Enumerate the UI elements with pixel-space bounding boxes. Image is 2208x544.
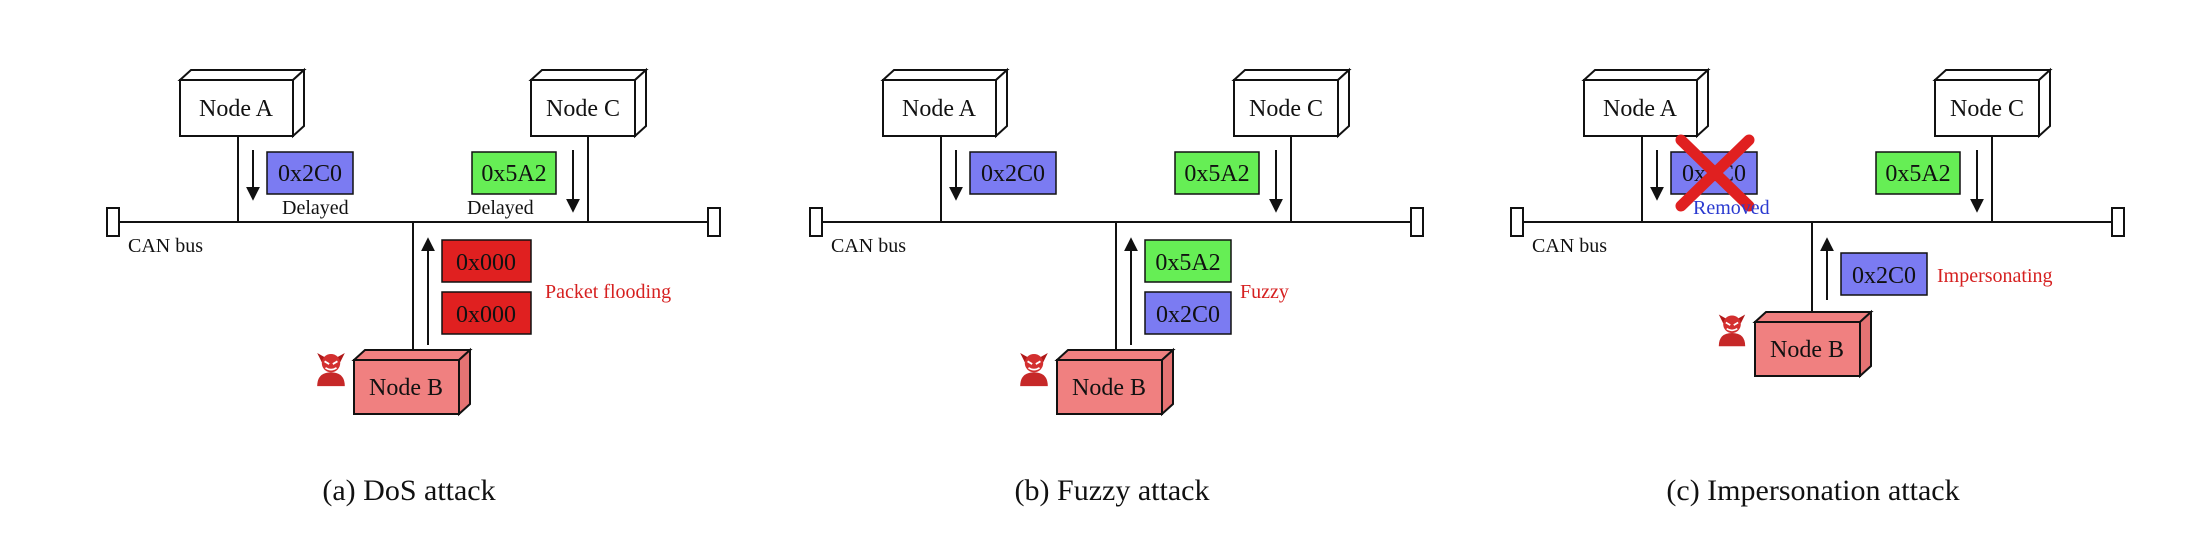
svg-text:0x5A2: 0x5A2 [1155, 250, 1220, 276]
note-removed: Removed [1693, 197, 1770, 219]
devil-icon [1717, 313, 1747, 348]
svg-text:Node B: Node B [1770, 337, 1844, 363]
note-packet-flooding: Packet flooding [545, 281, 671, 303]
note-fuzzy: Fuzzy [1240, 281, 1289, 303]
svg-text:0x2C0: 0x2C0 [981, 161, 1045, 187]
node-a: Node A [177, 67, 307, 139]
node-b-attacker: Node B [1054, 347, 1176, 417]
devil-icon [316, 352, 346, 388]
bus-terminator-right [707, 207, 721, 237]
fuzzy-msg-0x5A2 [1144, 239, 1232, 283]
svg-text:Node B: Node B [1072, 375, 1146, 401]
svg-text:0x5A2: 0x5A2 [481, 161, 546, 187]
can-bus-label: CAN bus [1532, 235, 1607, 257]
node-c: Node C [1932, 67, 2053, 139]
svg-text:0x2C0: 0x2C0 [1852, 263, 1916, 289]
bus-terminator-left [106, 207, 120, 237]
msg-0x2C0 [969, 151, 1057, 195]
node-c: Node C [1231, 67, 1352, 139]
node-a: Node A [1581, 67, 1711, 139]
svg-text:0x000: 0x000 [456, 250, 516, 276]
panel-impersonation: CAN bus Node A 0x2C0 Removed Node C 0x5A… [1510, 67, 2125, 507]
svg-text:Node C: Node C [1249, 96, 1323, 122]
node-c: Node C [528, 67, 649, 139]
svg-text:0x5A2: 0x5A2 [1885, 161, 1950, 187]
node-a-label: Node A [199, 96, 274, 122]
svg-text:0x000: 0x000 [456, 302, 516, 328]
msg-0x5A2 [1875, 151, 1961, 195]
note-delayed-a: Delayed [282, 197, 349, 219]
msg-0x2C0 [266, 151, 354, 195]
svg-text:Node C: Node C [1950, 96, 2024, 122]
fuzzy-msg-0x2C0 [1144, 291, 1232, 335]
note-impersonating: Impersonating [1937, 265, 2053, 287]
red-x-icon [1675, 134, 1755, 212]
node-c-label: Node C [546, 96, 620, 122]
svg-text:0x2C0: 0x2C0 [1156, 302, 1220, 328]
svg-text:0x2C0: 0x2C0 [278, 161, 342, 187]
caption-a: (a) DoS attack [322, 474, 495, 507]
node-b-label: Node B [369, 375, 443, 401]
can-bus-label: CAN bus [831, 235, 906, 257]
panel-fuzzy: CAN bus Node A 0x2C0 Node C 0x5A2 0x5A2 … [809, 67, 1424, 507]
flood-msg-1 [441, 239, 532, 283]
msg-0x5A2 [1174, 151, 1260, 195]
flood-msg-2 [441, 291, 532, 335]
svg-text:0x5A2: 0x5A2 [1184, 161, 1249, 187]
note-delayed-c: Delayed [467, 197, 534, 219]
caption-c: (c) Impersonation attack [1666, 474, 1959, 507]
node-b-attacker: Node B [351, 347, 473, 417]
node-a: Node A [880, 67, 1010, 139]
can-bus-label: CAN bus [128, 235, 203, 257]
msg-0x5A2 [471, 151, 557, 195]
devil-icon [1019, 352, 1049, 388]
node-b-attacker: Node B [1752, 309, 1874, 379]
caption-b: (b) Fuzzy attack [1015, 474, 1210, 507]
svg-text:Node A: Node A [1603, 96, 1678, 122]
panel-dos: CAN bus Node A 0x2C0 Delayed Node C 0x5A… [106, 67, 721, 507]
svg-text:Node A: Node A [902, 96, 977, 122]
impersonated-msg-0x2C0 [1840, 252, 1928, 296]
